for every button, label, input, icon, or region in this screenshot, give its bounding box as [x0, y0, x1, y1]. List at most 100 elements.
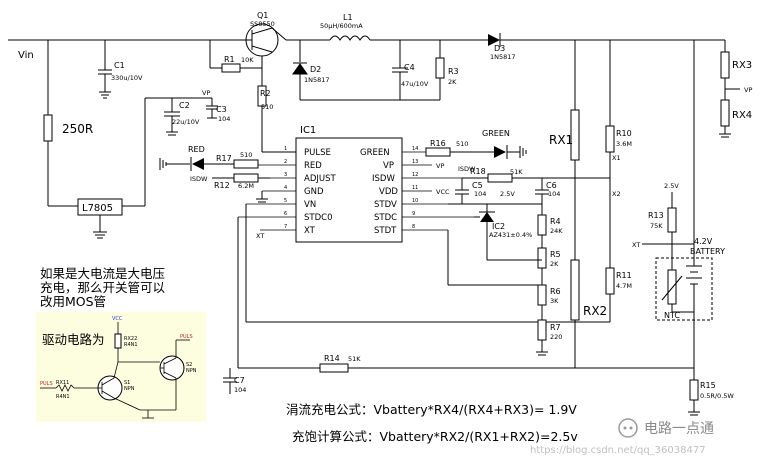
r10-value: 3.6M [616, 140, 632, 148]
r16-ref: R16 [430, 139, 446, 148]
ic1-pinnum-1: 1 [284, 146, 287, 152]
ic1-pin-gnd: GND [304, 187, 324, 197]
capacitor-c7 [223, 368, 237, 394]
rx3-label: RX3 [732, 60, 752, 71]
resistor-r17 [216, 159, 259, 169]
c4-value: 47u/10V [401, 80, 429, 88]
capacitor-c2 [164, 97, 200, 136]
r11-ref: R11 [616, 271, 632, 280]
ic1-pinnum-7: 7 [284, 224, 287, 230]
ic1-left-stubs [238, 151, 296, 231]
xt-label-right: XT [632, 241, 640, 249]
drive-rx11: RX11 [56, 380, 69, 386]
r13-ref: R13 [648, 211, 664, 220]
battery-label: BATTERY [690, 247, 725, 256]
r15-ref: R15 [700, 381, 716, 390]
resistor-rx2 [570, 259, 580, 321]
ic1-pinnum-9: 9 [412, 211, 415, 217]
r15-value: 0.5R/0.5W [700, 392, 734, 400]
ic1-pin-vdd: VDD [379, 187, 398, 197]
ic1-pinnum-3: 3 [284, 172, 287, 178]
ic1-left-pins: PULSE RED ADJUST GND VN STDC0 XT 1 2 3 4… [284, 146, 336, 236]
r10-r11-column [605, 40, 615, 322]
capacitor-c3 [200, 97, 218, 119]
led-red [159, 157, 216, 171]
ic1-pinnum-11: 11 [412, 185, 418, 191]
vin-branch [43, 40, 165, 239]
formula-trickle: 涓流充电公式：Vbattery*RX4/(RX4+RX3)= 1.9V [286, 402, 577, 417]
drive-s2-type: NPN [186, 368, 197, 374]
resistor-rx3 [720, 51, 730, 79]
drive-s2: S2 [186, 362, 192, 368]
ic1-pinnum-4: 4 [284, 185, 287, 191]
ic1-gnd-symbol [256, 191, 268, 203]
c3-value: 104 [218, 115, 230, 123]
drive-rx11-val: R4N1 [56, 394, 70, 400]
ic1-pin-pulse: PULSE [304, 148, 331, 158]
l1-value: 50μH/600mA [320, 22, 363, 30]
r1-value: 10K [241, 56, 254, 64]
r17-value: 510 [240, 151, 252, 159]
d3-value: 1N5817 [490, 53, 516, 61]
ic1-pin-stdc0: STDC0 [304, 213, 332, 223]
note-line-1: 如果是大电流是大电压 [40, 266, 165, 281]
resistor-rx4 [720, 99, 730, 127]
resistor-r16 [425, 147, 494, 157]
rx3-rx4-column [719, 40, 740, 138]
r4-ref: R4 [550, 217, 561, 226]
r3-ref: R3 [448, 67, 459, 76]
r14-value: 51K [348, 355, 361, 363]
r18-ref: R18 [470, 167, 486, 176]
ic1-ref: IC1 [300, 125, 316, 136]
vin-label: Vin [18, 50, 34, 61]
note-line-2: 充电，那么开关管可以 [40, 280, 166, 295]
l1-ref: L1 [343, 13, 353, 22]
c5-ref: C5 [472, 181, 483, 190]
thermistor-ntc [667, 269, 677, 305]
x1-label: X1 [612, 154, 621, 162]
led-green-label: GREEN [482, 129, 510, 138]
r4-value: 24K [550, 227, 563, 235]
capacitor-c1 [98, 40, 112, 99]
xt-label-left: XT [256, 232, 264, 240]
watermark [618, 418, 638, 438]
r10-ref: R10 [616, 129, 632, 138]
resistor-r18 [462, 173, 610, 183]
c2-ref: C2 [179, 101, 190, 110]
r5-value: 2K [550, 260, 559, 268]
resistor-r11 [605, 267, 615, 295]
x2-label: X2 [612, 190, 621, 198]
divider-chain [447, 204, 548, 356]
regulator-ic2 [474, 204, 495, 260]
drive-rx22: RX22 [124, 336, 137, 342]
resistor-r10 [605, 125, 615, 153]
ic1-body [295, 137, 403, 243]
c5-value: 104 [474, 190, 486, 198]
rx2-label: RX2 [583, 304, 607, 318]
ic1-pin-green: GREEN [360, 148, 390, 158]
resistor-r12 [212, 173, 270, 183]
formula-full: 充饱计算公式：Vbattery*RX2/(RX1+RX2)=2.5v [292, 429, 578, 444]
ic1-pin-stdc: STDC [374, 213, 397, 223]
d3-ref: D3 [494, 44, 505, 53]
r14-ref: R14 [324, 354, 340, 363]
capacitor-c6 [535, 178, 549, 204]
ic2-value: AZ431±0.4% [489, 231, 532, 239]
c3-ref: C3 [216, 105, 227, 114]
v25-label-b: 2.5V [664, 182, 679, 190]
ic1-pinnum-5: 5 [284, 198, 287, 204]
resistor-r3 [435, 40, 445, 100]
ic1-right-pins: GREEN VP ISDW VDD STDV STDC STDT 14 13 1… [360, 146, 418, 236]
r2-ref: R2 [260, 89, 271, 98]
c6-value: 104 [548, 190, 560, 198]
c1-ref: C1 [114, 61, 125, 70]
battery-pack [655, 40, 713, 380]
ic1-pinnum-10: 10 [412, 198, 418, 204]
drive-title: 驱动电路为 [42, 332, 105, 347]
led-red-label: RED [188, 145, 205, 154]
c1-value: 330u/10V [111, 74, 143, 82]
watermark-url: https://blog.csdn.net/qq_36038477 [530, 445, 706, 456]
diode-d2 [292, 40, 440, 101]
resistor-250r [43, 114, 53, 142]
